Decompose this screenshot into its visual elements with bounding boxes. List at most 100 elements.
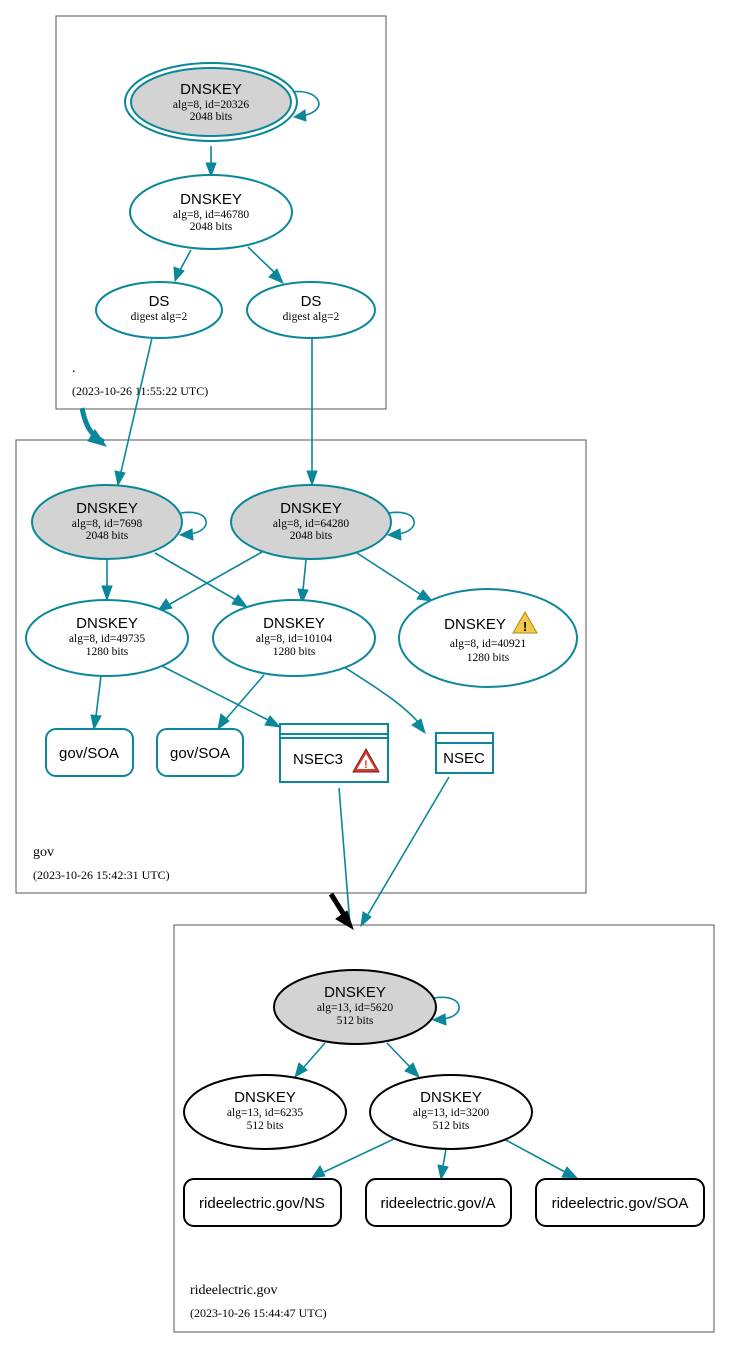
- warning-icon: !: [512, 610, 538, 634]
- node-detail: alg=8, id=46780: [173, 209, 249, 221]
- node-re-ns[interactable]: rideelectric.gov/NS: [183, 1178, 342, 1227]
- node-detail: alg=13, id=6235: [227, 1107, 303, 1119]
- edge-nsec3-to-rideelectric: [338, 787, 351, 926]
- node-gov-soa-2-shape: [156, 728, 244, 777]
- node-re-soa-shape: [535, 1178, 705, 1227]
- arrowhead: [416, 589, 434, 602]
- node-gov-soa-2[interactable]: gov/SOA: [156, 728, 244, 777]
- node-detail: 1280 bits: [86, 646, 129, 658]
- edge-root-ksk-self: [291, 90, 320, 117]
- arrowhead: [437, 1164, 449, 1181]
- node-root-ksk[interactable]: DNSKEY alg=8, id=20326 2048 bits: [124, 62, 298, 142]
- edge-gov-ksk2-to-zsk1: [169, 551, 263, 605]
- edge-gov-ksk1-self: [180, 511, 207, 535]
- node-root-zsk[interactable]: DNSKEY alg=8, id=46780 2048 bits: [129, 174, 293, 250]
- node-gov-zsk-10104[interactable]: DNSKEY alg=8, id=10104 1280 bits: [212, 599, 376, 677]
- edge-re-zsk2-to-soa: [503, 1138, 566, 1173]
- node-title: NSEC3: [293, 751, 343, 768]
- edge-gov-ksk1-to-zsk2: [154, 552, 237, 601]
- node-gov-nsec[interactable]: NSEC: [435, 732, 494, 774]
- edge-root-zsk-to-ds1: [179, 249, 192, 271]
- edge-gov-zsk2-to-nsec: [343, 666, 419, 723]
- arrowhead: [101, 585, 113, 602]
- delegation-arrowhead: [87, 429, 108, 447]
- node-re-a[interactable]: rideelectric.gov/A: [365, 1178, 512, 1227]
- edge-root-zsk-to-ds2: [247, 246, 276, 274]
- node-gov-ksk-7698-shape: [31, 484, 183, 560]
- node-title: rideelectric.gov/NS: [199, 1195, 325, 1212]
- zone-gov-name: gov: [33, 845, 54, 860]
- node-re-zsk-6235[interactable]: DNSKEY alg=13, id=6235 512 bits: [183, 1074, 347, 1150]
- node-gov-zsk-49735-shape: [25, 599, 189, 677]
- zone-root-name: .: [72, 361, 76, 376]
- node-title: DS: [301, 293, 322, 310]
- node-detail: alg=8, id=20326: [173, 99, 249, 111]
- node-title: DNSKEY: [263, 615, 325, 632]
- node-re-ns-shape: [183, 1178, 342, 1227]
- edge-nsec-to-rideelectric: [366, 776, 450, 917]
- edge-gov-ksk2-to-zsk3: [356, 552, 421, 595]
- node-gov-ksk-64280[interactable]: DNSKEY alg=8, id=64280 2048 bits: [230, 484, 392, 560]
- node-re-a-shape: [365, 1178, 512, 1227]
- node-root-ds-1[interactable]: DS digest alg=2: [95, 281, 223, 339]
- error-icon: !: [352, 747, 380, 773]
- node-detail: digest alg=2: [283, 311, 340, 323]
- node-re-ksk-5620[interactable]: DNSKEY alg=13, id=5620 512 bits: [273, 969, 437, 1045]
- node-title: NSEC: [443, 750, 485, 767]
- node-detail: 512 bits: [247, 1120, 284, 1132]
- node-detail: alg=8, id=64280: [273, 518, 349, 530]
- node-gov-zsk-49735[interactable]: DNSKEY alg=8, id=49735 1280 bits: [25, 599, 189, 677]
- node-title: DNSKEY: [444, 616, 506, 633]
- arrowhead: [292, 109, 307, 122]
- node-gov-nsec3[interactable]: NSEC3 !: [279, 723, 389, 783]
- arrowhead: [411, 718, 426, 735]
- arrowhead: [297, 588, 309, 605]
- node-re-zsk-6235-shape: [183, 1074, 347, 1150]
- node-detail: 2048 bits: [190, 221, 233, 233]
- edge-gov-ksk2-to-zsk2: [302, 559, 307, 591]
- arrowhead: [178, 528, 194, 541]
- node-root-ds-2[interactable]: DS digest alg=2: [246, 281, 376, 339]
- node-title: DS: [149, 293, 170, 310]
- edge-ds1-to-gov-ksk1: [120, 337, 153, 473]
- node-gov-zsk-40921[interactable]: DNSKEY ! alg=8, id=40921 1280 bits: [398, 588, 578, 688]
- node-gov-zsk-40921-shape: [398, 588, 578, 688]
- node-detail: 2048 bits: [290, 530, 333, 542]
- arrowhead: [156, 598, 173, 612]
- node-title: gov/SOA: [59, 745, 119, 762]
- node-detail: digest alg=2: [131, 311, 188, 323]
- node-re-soa[interactable]: rideelectric.gov/SOA: [535, 1178, 705, 1227]
- zone-rideelectric-name: rideelectric.gov: [190, 1283, 277, 1298]
- zone-rideelectric-timestamp: (2023-10-26 15:44:47 UTC): [190, 1306, 327, 1320]
- node-title: DNSKEY: [280, 500, 342, 517]
- node-root-ds-2-shape: [246, 281, 376, 339]
- edge-gov-zsk1-to-soa1: [95, 675, 102, 717]
- node-title: DNSKEY: [76, 615, 138, 632]
- arrowhead: [561, 1166, 579, 1179]
- edges: [79, 90, 579, 1181]
- arrowhead: [205, 162, 217, 178]
- node-gov-soa-1[interactable]: gov/SOA: [45, 728, 134, 777]
- arrowhead: [431, 1013, 447, 1026]
- node-detail: 1280 bits: [467, 652, 510, 664]
- edge-re-zsk2-to-ns: [323, 1137, 397, 1173]
- edge-re-zsk2-to-a: [442, 1148, 447, 1167]
- node-detail: 1280 bits: [273, 646, 316, 658]
- node-gov-ksk-7698[interactable]: DNSKEY alg=8, id=7698 2048 bits: [31, 484, 183, 560]
- arrowhead: [404, 1062, 420, 1078]
- node-gov-nsec-shape: [435, 732, 494, 774]
- edge-gov-zsk1-to-nsec3: [161, 665, 269, 721]
- node-detail: 2048 bits: [86, 530, 129, 542]
- arrowhead: [173, 266, 185, 283]
- zone-gov-timestamp: (2023-10-26 15:42:31 UTC): [33, 868, 170, 882]
- node-detail: alg=13, id=5620: [317, 1002, 393, 1014]
- arrowhead: [294, 1062, 308, 1079]
- node-detail: 2048 bits: [190, 111, 233, 123]
- node-re-zsk-3200[interactable]: DNSKEY alg=13, id=3200 512 bits: [369, 1074, 533, 1150]
- node-detail: alg=8, id=7698: [72, 518, 143, 530]
- svg-text:!: !: [523, 619, 527, 634]
- edge-re-ksk-to-zsk2: [386, 1042, 411, 1068]
- arrowhead: [310, 1165, 326, 1179]
- node-title: DNSKEY: [180, 81, 242, 98]
